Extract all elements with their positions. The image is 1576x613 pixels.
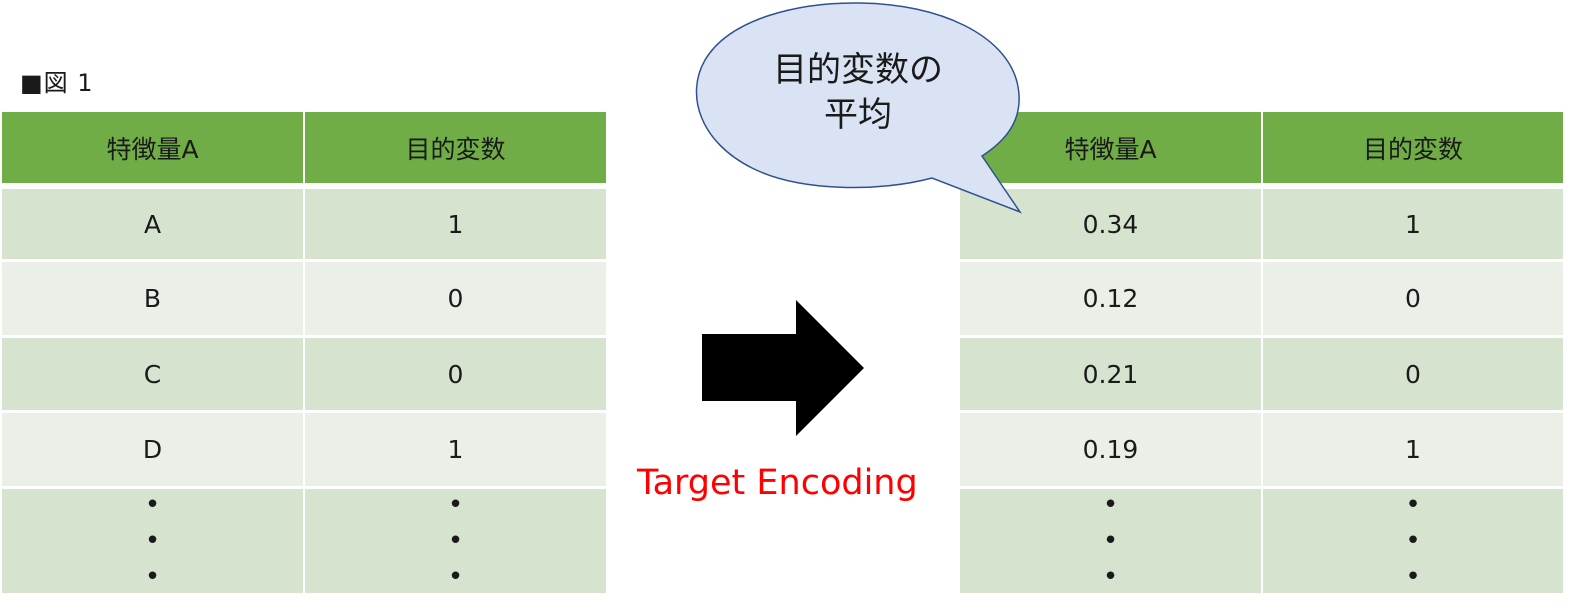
table-row: 0.19 1 — [960, 413, 1563, 486]
cell-feature: B — [2, 262, 303, 335]
header-target: 目的変数 — [305, 112, 606, 183]
header-feature-a: 特徴量A — [2, 112, 303, 183]
header-target: 目的変数 — [1263, 112, 1563, 183]
target-encoding-label: Target Encoding — [637, 463, 918, 503]
table-row: 0.34 1 — [960, 189, 1563, 259]
ellipsis-dots: ••• — [305, 489, 606, 593]
table-row: A 1 — [2, 189, 606, 259]
ellipsis-dots: ••• — [2, 489, 303, 593]
cell-target: 0 — [305, 262, 606, 335]
cell-target: 1 — [1263, 413, 1563, 486]
cell-feature: 0.19 — [960, 413, 1261, 486]
cell-target: 0 — [305, 338, 606, 410]
table-row: 0.21 0 — [960, 338, 1563, 410]
cell-feature: C — [2, 338, 303, 410]
speech-bubble-text: 目的変数の 平均 — [700, 48, 1016, 138]
table-row: C 0 — [2, 338, 606, 410]
cell-feature: D — [2, 413, 303, 486]
bubble-line-2: 平均 — [824, 95, 892, 135]
cell-target: 1 — [305, 413, 606, 486]
table-row: D 1 — [2, 413, 606, 486]
cell-target: 0 — [1263, 338, 1563, 410]
ellipsis-dots: ••• — [1263, 489, 1563, 593]
cell-target: 1 — [1263, 189, 1563, 259]
table-header-row: 特徴量A 目的変数 — [2, 112, 606, 183]
right-arrow-icon — [702, 300, 864, 436]
cell-feature: A — [2, 189, 303, 259]
cell-target: 1 — [305, 189, 606, 259]
bubble-line-1: 目的変数の — [773, 50, 943, 90]
figure-caption: ■図 1 — [20, 69, 94, 97]
cell-target: 0 — [1263, 262, 1563, 335]
ellipsis-dots: ••• — [960, 489, 1261, 593]
table-row-ellipsis: ••• ••• — [2, 489, 606, 593]
cell-feature: 0.34 — [960, 189, 1261, 259]
speech-bubble — [695, 2, 1022, 214]
table-row: 0.12 0 — [960, 262, 1563, 335]
table-row-ellipsis: ••• ••• — [960, 489, 1563, 593]
cell-feature: 0.12 — [960, 262, 1261, 335]
table-row: B 0 — [2, 262, 606, 335]
cell-feature: 0.21 — [960, 338, 1261, 410]
